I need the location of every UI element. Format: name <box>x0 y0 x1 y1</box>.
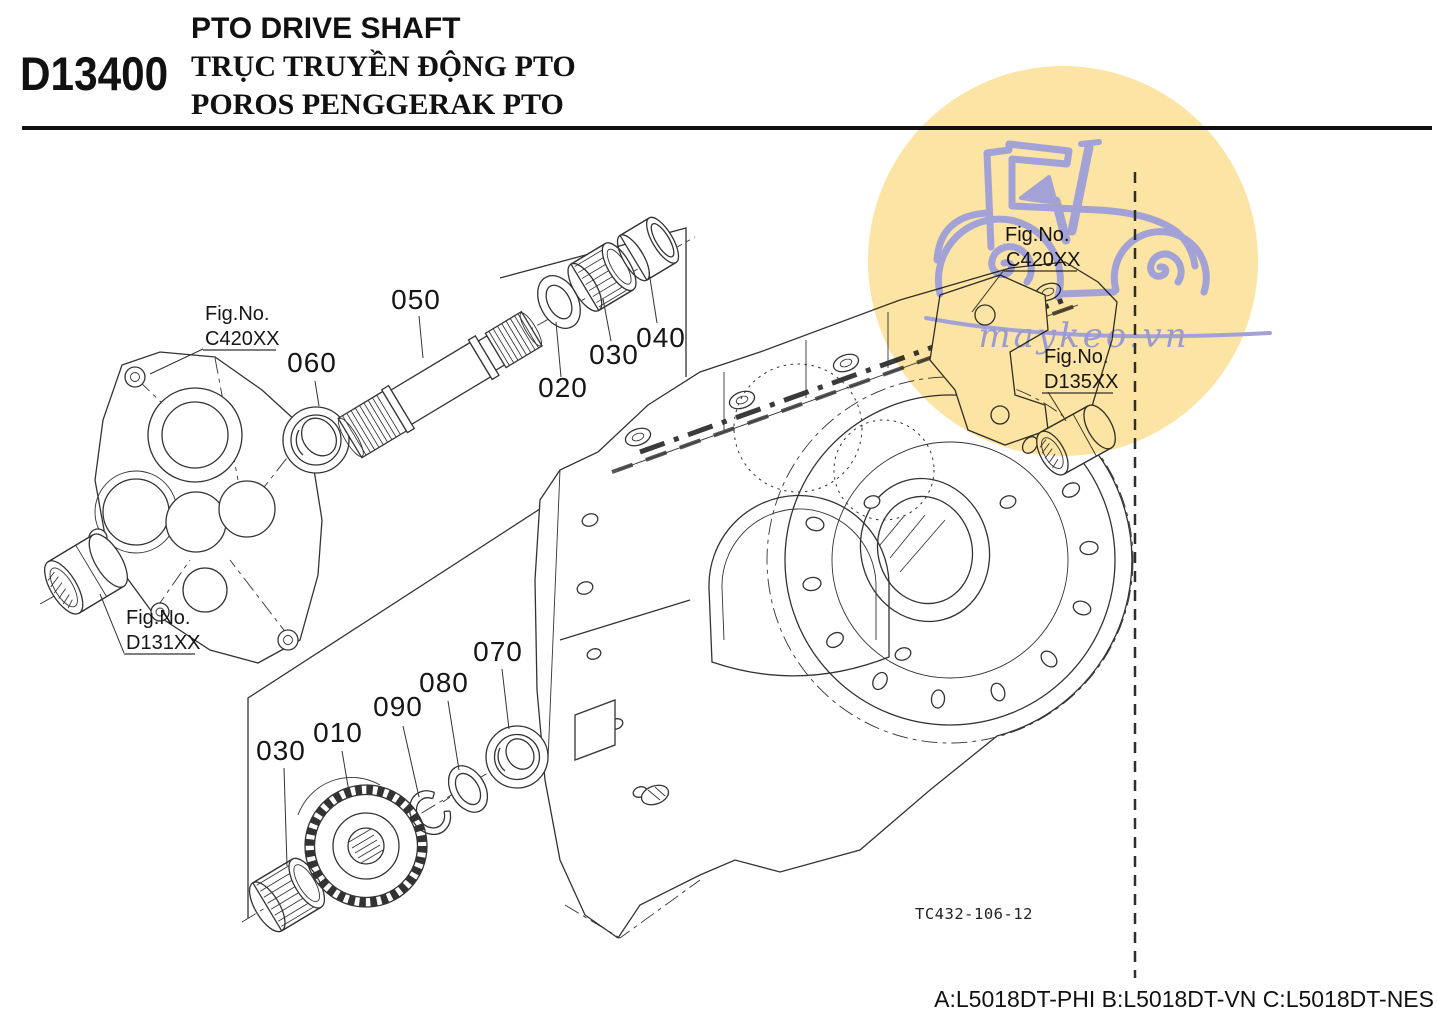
callout-030-top: 030 <box>589 339 639 370</box>
front-cover-plate <box>88 351 323 664</box>
figref-d131xx-code: D131XX <box>126 632 201 654</box>
callout-070: 070 <box>473 636 523 667</box>
watermark: maykeo.vn <box>868 66 1272 456</box>
pto-shaft <box>337 310 543 459</box>
callout-060: 060 <box>287 347 337 378</box>
title-indonesian: POROS PENGGERAK PTO <box>191 88 564 121</box>
tractor-icon <box>924 139 1272 339</box>
retainer-080 <box>442 765 489 813</box>
pto-gear-010 <box>297 776 428 908</box>
figref-d131xx-prefix: Fig.No. <box>126 607 190 629</box>
callout-020: 020 <box>538 372 588 403</box>
page-code: D13400 <box>20 47 169 100</box>
section-boundaries <box>247 227 687 918</box>
needle-bearing-030-top <box>567 242 637 312</box>
pto-coupling <box>44 533 128 615</box>
snap-ring-090 <box>409 790 452 835</box>
collar-040 <box>616 216 680 282</box>
watermark-site: maykeo.vn <box>978 316 1189 356</box>
callout-050: 050 <box>391 284 441 315</box>
callout-010: 010 <box>313 717 363 748</box>
ball-bearing-070 <box>485 725 549 789</box>
watermark-circle <box>868 66 1258 456</box>
header-rule <box>22 126 1432 130</box>
housing-holes <box>576 495 1017 806</box>
callout-080: 080 <box>419 667 469 698</box>
figref-c420xx-left-prefix: Fig.No. <box>205 303 269 325</box>
callout-labels: 050 060 020 030 040 030 010 090 080 070 <box>256 284 686 766</box>
figref-c420xx-left-code: C420XX <box>205 328 280 350</box>
footer-model-codes: A:L5018DT-PHI B:L5018DT-VN C:L5018DT-NES <box>934 986 1434 1012</box>
needle-bearing-030-bottom <box>248 857 326 933</box>
title-english: PTO DRIVE SHAFT <box>191 12 461 45</box>
ball-bearing-060 <box>282 406 350 474</box>
drawing-code: TC432-106-12 <box>915 905 1033 923</box>
callout-040: 040 <box>636 322 686 353</box>
title-vietnamese: TRỤC TRUYỀN ĐỘNG PTO <box>191 50 576 83</box>
callout-030-bottom: 030 <box>256 735 306 766</box>
callout-090: 090 <box>373 691 423 722</box>
